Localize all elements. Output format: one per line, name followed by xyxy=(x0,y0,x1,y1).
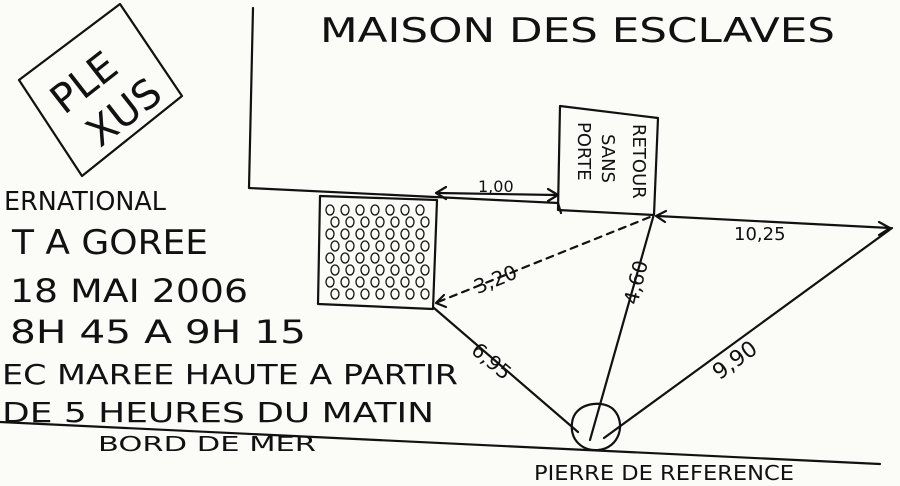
shade-dot xyxy=(420,264,430,276)
event-line-4: 8H 45 A 9H 15 xyxy=(10,313,306,351)
shade-dot xyxy=(340,276,350,288)
event-line-6: DE 5 HEURES DU MATIN xyxy=(2,396,434,429)
line-to-box xyxy=(432,306,580,434)
arrow-head xyxy=(877,220,892,237)
shade-dot xyxy=(385,276,395,288)
shade-dot xyxy=(375,216,385,228)
shade-dot xyxy=(370,228,380,240)
shade-dot xyxy=(390,288,400,300)
arrow-head xyxy=(434,185,448,201)
shade-dot xyxy=(360,288,370,300)
shade-dot xyxy=(355,228,365,240)
event-line-2: T A GOREE xyxy=(11,223,208,263)
shade-dot xyxy=(415,252,425,264)
shade-dot xyxy=(375,240,385,252)
shade-dot xyxy=(385,204,395,216)
shade-dot xyxy=(415,228,425,240)
page-title: MAISON DES ESCLAVES xyxy=(320,11,835,51)
line-to-door xyxy=(588,212,656,442)
shade-dot xyxy=(340,252,350,264)
shade-dot xyxy=(325,276,335,288)
door-label-sans: SANS xyxy=(597,134,618,183)
shade-dot xyxy=(390,240,400,252)
event-line-5: EC MAREE HAUTE A PARTIR xyxy=(2,358,458,391)
arrow-head xyxy=(654,209,668,224)
shade-dot xyxy=(400,204,410,216)
measure-to-door: 4,60 xyxy=(619,258,653,307)
shoreline xyxy=(0,420,882,466)
shade-dot xyxy=(340,204,350,216)
shade-dot xyxy=(360,264,370,276)
door-label-porte: PORTE xyxy=(573,122,594,181)
shade-dot xyxy=(330,216,340,228)
shade-dot xyxy=(360,240,370,252)
reference-stone xyxy=(570,402,622,452)
shade-dot xyxy=(360,216,370,228)
shade-dot xyxy=(325,204,335,216)
shade-dot xyxy=(325,252,335,264)
measure-long-diagonal: 9,90 xyxy=(708,336,762,385)
shade-dot xyxy=(420,240,430,252)
reference-stone-label: PIERRE DE REFERENCE xyxy=(534,461,794,485)
shade-dot xyxy=(405,240,415,252)
door-label-retour: RETOUR xyxy=(628,124,649,199)
event-line-1: ERNATIONAL xyxy=(4,187,166,217)
shade-dot xyxy=(375,288,385,300)
shade-dot xyxy=(345,264,355,276)
shade-dot xyxy=(400,252,410,264)
shade-dot xyxy=(325,228,335,240)
shade-dot xyxy=(345,240,355,252)
measure-horizontal: 10,25 xyxy=(734,224,786,245)
shade-dot xyxy=(330,288,340,300)
shade-dot xyxy=(370,276,380,288)
shade-dot xyxy=(420,216,430,228)
shade-dot xyxy=(340,228,350,240)
shade-dot xyxy=(355,252,365,264)
shade-dot xyxy=(345,288,355,300)
shade-dot xyxy=(400,228,410,240)
shade-dot xyxy=(405,216,415,228)
shade-dot xyxy=(375,264,385,276)
shade-dot xyxy=(355,204,365,216)
arrow-head xyxy=(546,187,560,203)
stamp-square xyxy=(17,2,184,178)
shade-dot xyxy=(415,204,425,216)
line-long-diagonal xyxy=(602,226,894,440)
measure-diagonal: 3,20 xyxy=(470,260,520,299)
line-horizontal xyxy=(655,214,892,230)
shaded-box-dots xyxy=(325,204,430,300)
shade-dot xyxy=(330,240,340,252)
shade-dot xyxy=(355,276,365,288)
measure-wall-gap: 1,00 xyxy=(478,177,514,196)
shore-label: BORD DE MER xyxy=(98,432,316,456)
arrow-head xyxy=(434,293,448,309)
house-wall xyxy=(247,6,563,215)
shade-dot xyxy=(385,252,395,264)
measure-to-box: 6,95 xyxy=(467,338,517,385)
shade-dot xyxy=(330,264,340,276)
shade-dot xyxy=(385,228,395,240)
event-line-3: 18 MAI 2006 xyxy=(10,272,248,310)
shade-dot xyxy=(370,252,380,264)
shade-dot xyxy=(370,204,380,216)
shaded-box xyxy=(316,194,439,311)
shade-dot xyxy=(390,264,400,276)
shade-dot xyxy=(405,264,415,276)
line-dashed-diagonal xyxy=(436,215,652,304)
shade-dot xyxy=(400,276,410,288)
shade-dot xyxy=(345,216,355,228)
shade-dot xyxy=(390,216,400,228)
shade-dot xyxy=(420,288,430,300)
shade-dot xyxy=(415,276,425,288)
shade-dot xyxy=(405,288,415,300)
line-wall-gap xyxy=(436,191,558,197)
